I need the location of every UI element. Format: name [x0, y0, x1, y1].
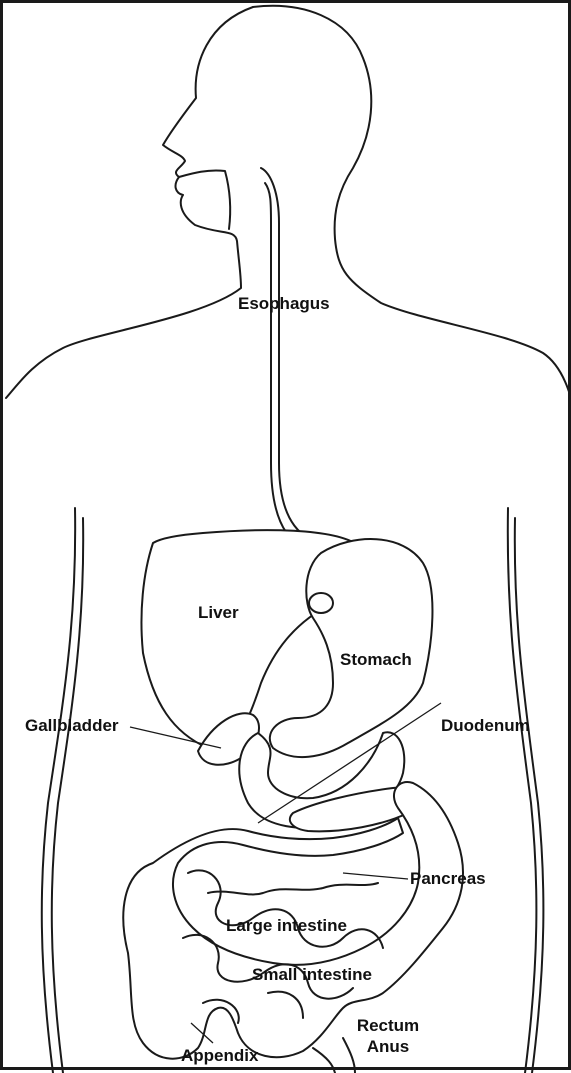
label-duodenum: Duodenum	[441, 716, 530, 736]
label-large-intestine: Large intestine	[226, 916, 347, 936]
neck-front	[179, 170, 230, 229]
label-esophagus: Esophagus	[238, 294, 330, 314]
body-outline-right	[253, 6, 571, 398]
leader-pancreas	[343, 873, 408, 879]
torso-left-outer	[42, 508, 75, 1073]
label-small-intestine: Small intestine	[252, 965, 372, 985]
torso-left-inner	[52, 518, 83, 1073]
torso-right-outer	[508, 508, 537, 1073]
stomach-pylorus	[309, 593, 333, 613]
label-appendix: Appendix	[181, 1046, 258, 1066]
label-rectum: Rectum	[348, 1016, 428, 1036]
digestive-system-illustration	[3, 3, 571, 1073]
label-gallbladder: Gallbladder	[25, 716, 119, 736]
esophagus-tube-inner	[265, 183, 321, 551]
label-anus: Anus	[348, 1037, 428, 1057]
label-stomach: Stomach	[340, 650, 412, 670]
body-outline-left	[6, 7, 253, 398]
label-pancreas: Pancreas	[410, 869, 486, 889]
label-liver: Liver	[198, 603, 239, 623]
